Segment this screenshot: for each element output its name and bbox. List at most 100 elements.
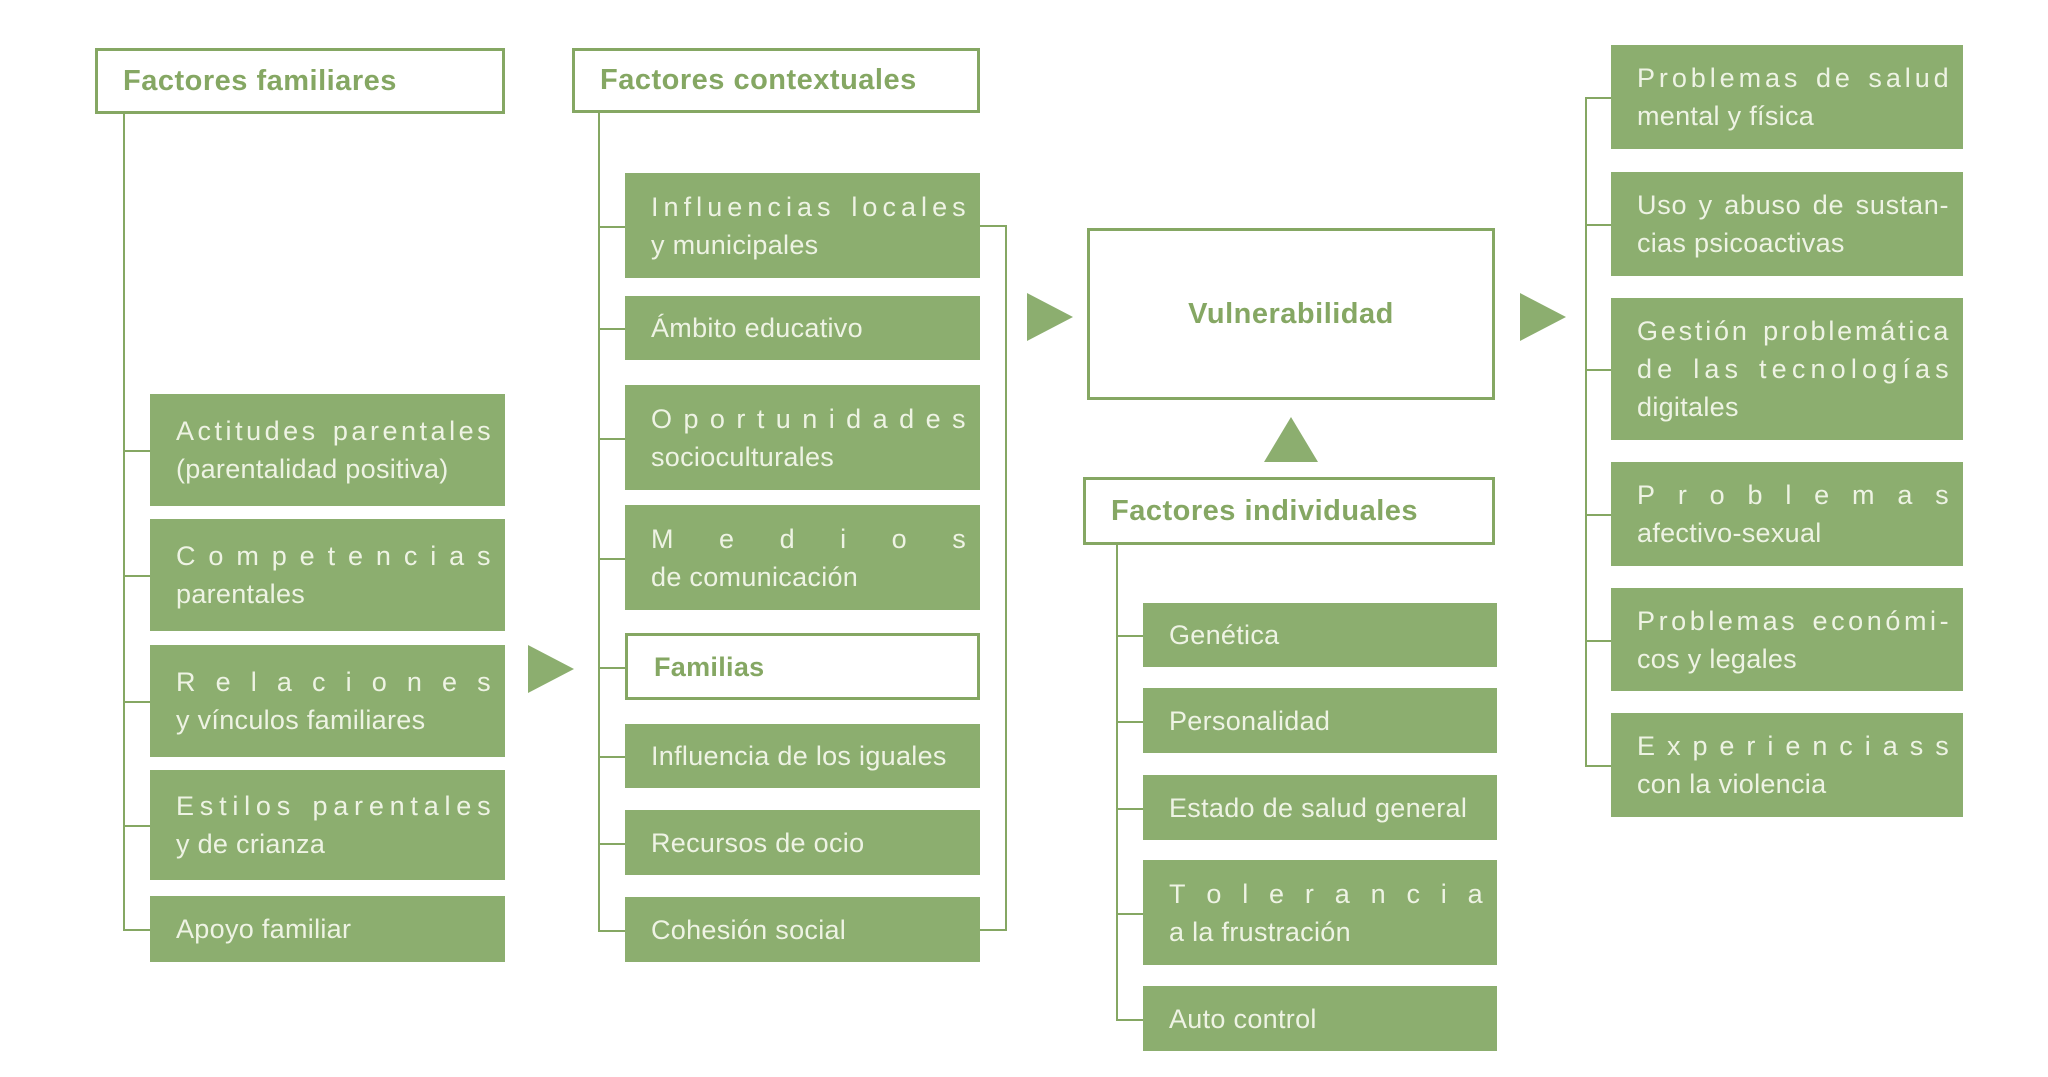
factores-contextuales-header: Factores contextuales (572, 48, 980, 113)
box-line: Apoyo familiar (176, 914, 352, 944)
connector-stub-factores-familiares-4 (123, 929, 150, 931)
connector-stub-factores-contextuales-2 (598, 438, 625, 440)
connector-stub-factores-individuales-3 (1116, 913, 1143, 915)
connector-stub-factores-individuales-4 (1116, 1019, 1143, 1021)
box-line: Recursos de ocio (651, 827, 865, 858)
arrow-up-icon (1264, 417, 1318, 462)
box-line: Influencia de los iguales (651, 741, 947, 771)
connector-stub-factores-individuales-0 (1116, 635, 1143, 637)
connector-stub-factores-individuales-1 (1116, 721, 1143, 723)
connector-trunk-factores-individuales (1116, 545, 1118, 1021)
connector-stub-factores-familiares-1 (123, 575, 150, 577)
connector-stub-factores-familiares-0 (123, 450, 150, 452)
box-influencia-de-los-iguales: Influencia de los iguales (625, 724, 980, 788)
box-line: socioculturales (651, 441, 835, 472)
factores-familiares-header: Factores familiares (95, 48, 505, 114)
connector-stub-consecuencias-3 (1585, 514, 1611, 516)
box-cohesion-social: Cohesión social (625, 897, 980, 962)
connector-stub-factores-individuales-2 (1116, 808, 1143, 810)
box-line: y vínculos familiares (176, 705, 426, 735)
box-line: con la violencia (1637, 769, 1827, 799)
box-line: mental y física (1637, 101, 1815, 131)
box-line: y municipales (651, 229, 819, 260)
connector-stub-consecuencias-0 (1585, 97, 1611, 99)
box-genetica: Genética (1143, 603, 1497, 667)
connector-stub-factores-contextuales-5 (598, 756, 625, 758)
connector-stub-consecuencias-5 (1585, 765, 1611, 767)
box-line: de comunicación (651, 561, 859, 592)
connector-bracket-factores-contextuales (1005, 225, 1007, 931)
connector-stub-factores-contextuales-7 (598, 930, 625, 932)
box-recursos-de-ocio: Recursos de ocio (625, 810, 980, 875)
box-ambito-educativo: Ámbito educativo (625, 296, 980, 360)
connector-stub-factores-contextuales-4 (598, 667, 625, 669)
connector-bracket-factores-contextuales (980, 225, 1007, 227)
box-line: y de crianza (176, 829, 326, 859)
connector-stub-factores-familiares-2 (123, 701, 150, 703)
box-line: Estado de salud general (1169, 792, 1468, 823)
connector-trunk-consecuencias (1585, 97, 1587, 767)
arrow-right-icon (528, 645, 574, 693)
connector-stub-factores-contextuales-3 (598, 558, 625, 560)
box-personalidad: Personalidad (1143, 688, 1497, 753)
arrow-right-icon (1520, 293, 1566, 341)
box-estado-de-salud-general: Estado de salud general (1143, 775, 1497, 840)
connector-bracket-factores-contextuales (980, 929, 1007, 931)
box-line: Auto control (1169, 1003, 1317, 1034)
box-line: parentales (176, 579, 306, 609)
arrow-right-icon (1027, 293, 1073, 341)
box-line: cos y legales (1637, 643, 1797, 674)
box-line: Genética (1169, 620, 1280, 650)
vulnerabilidad-box: Vulnerabilidad (1087, 228, 1495, 400)
connector-trunk-factores-contextuales (598, 113, 600, 932)
box-line: Cohesión social (651, 914, 847, 945)
box-line: Personalidad (1169, 705, 1331, 736)
box-line: Ámbito educativo (651, 313, 863, 343)
box-line: cias psicoactivas (1637, 228, 1845, 258)
connector-stub-factores-contextuales-1 (598, 328, 625, 330)
box-line: digitales (1637, 392, 1739, 422)
connector-stub-factores-contextuales-6 (598, 843, 625, 845)
box-line: (parentalidad positiva) (176, 454, 449, 484)
factores-individuales-header: Factores individuales (1083, 477, 1495, 545)
box-line: Familias (654, 651, 765, 682)
box-line: afectivo-sexual (1637, 518, 1822, 548)
box-line: a la frustración (1169, 916, 1351, 947)
connector-stub-consecuencias-4 (1585, 640, 1611, 642)
box-familias: Familias (625, 633, 980, 700)
connector-stub-factores-contextuales-0 (598, 226, 625, 228)
connector-stub-consecuencias-2 (1585, 369, 1611, 371)
box-auto-control: Auto control (1143, 986, 1497, 1051)
connector-trunk-factores-familiares (123, 114, 125, 931)
connector-stub-consecuencias-1 (1585, 224, 1611, 226)
